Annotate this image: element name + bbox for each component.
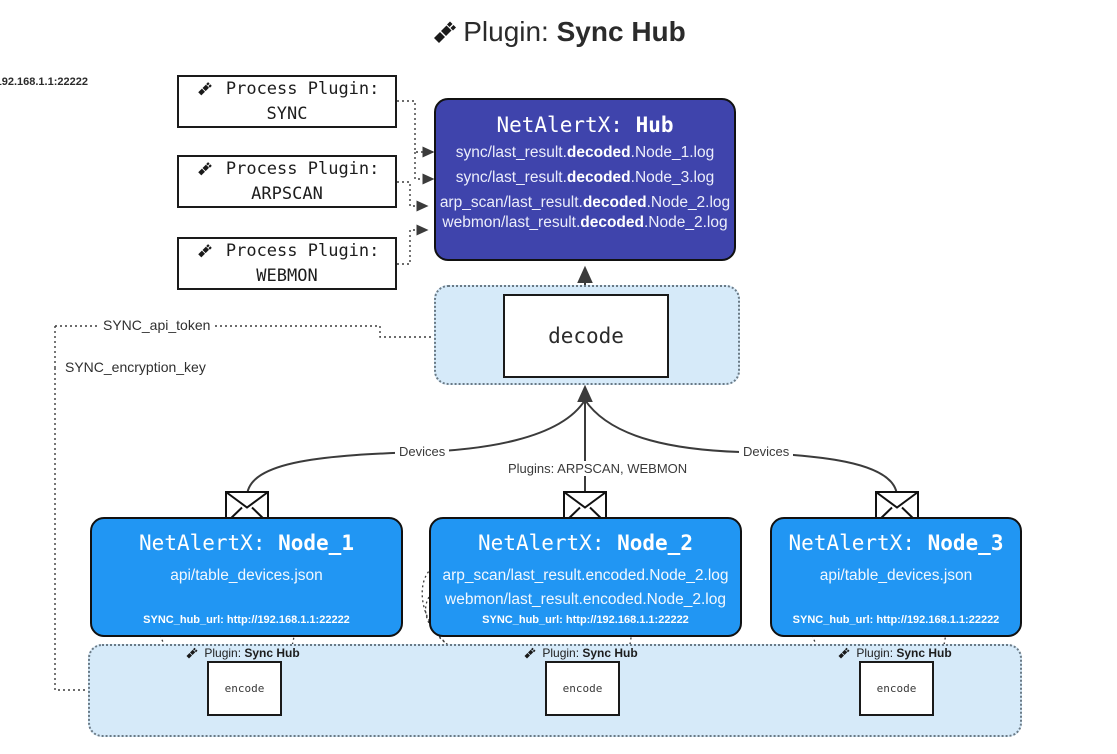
process-plugin-webmon-line1: Process Plugin: (195, 240, 380, 265)
encode-box-3[interactable]: encode (859, 661, 934, 716)
node-1-footer: SYNC_hub_url: http://192.168.1.1:22222 (143, 614, 350, 626)
plug-icon (185, 647, 202, 662)
hub-row: sync/last_result.decoded.Node_1.log (455, 144, 715, 161)
plug-icon (195, 161, 225, 181)
encode-label: encode (876, 682, 917, 695)
process-plugin-webmon[interactable]: Process Plugin: WEBMON (177, 237, 397, 290)
node-box-node-1[interactable]: NetAlertX: Node_1 api/table_devices.json… (90, 517, 403, 637)
edge-label-devices-left: Devices (395, 444, 450, 459)
node-2-line: arp_scan/last_result.encoded.Node_2.log (442, 567, 729, 584)
encoder-caption-1: Plugin: Sync Hub (185, 646, 300, 662)
node-2-line: webmon/last_result.encoded.Node_2.log (445, 591, 726, 608)
hub-row: arp_scan/last_result.decoded.Node_2.log (439, 194, 731, 211)
encode-label: encode (562, 682, 603, 695)
label: Process Plugin: (225, 78, 380, 99)
encode-box-1[interactable]: encode (207, 661, 282, 716)
sync-api-token-label: SYNC_api_token (100, 317, 214, 333)
node-3-header: NetAlertX: Node_3 (788, 531, 1004, 555)
hub-row: sync/last_result.decoded.Node_3.log (455, 169, 715, 186)
plug-icon (195, 81, 225, 101)
hub-box[interactable]: NetAlertX: Hub sync/last_result.decoded.… (434, 98, 736, 261)
node-1-line: api/table_devices.json (170, 567, 323, 584)
page-title: Plugin: Sync Hub (0, 16, 1117, 51)
edge-label-plugins-center: Plugins: ARPSCAN, WEBMON (504, 461, 692, 476)
edge-label-devices-right: Devices (739, 444, 794, 459)
plug-icon (195, 243, 225, 263)
decode-box[interactable]: decode (503, 294, 669, 378)
sync-encryption-key-label: SYNC_encryption_key (62, 359, 209, 375)
hub-url-text: http://192.168.1.1:22222 (0, 76, 88, 88)
node-3-line: api/table_devices.json (819, 567, 973, 584)
hub-header: NetAlertX: Hub (436, 113, 734, 137)
plug-icon (431, 18, 459, 51)
label: Process Plugin: (225, 158, 380, 179)
encoder-caption-2: Plugin: Sync Hub (523, 646, 638, 662)
encode-box-2[interactable]: encode (545, 661, 620, 716)
hub-url: http://192.168.1.1:22222 (0, 76, 1117, 88)
plug-icon (837, 647, 854, 662)
process-plugin-arpscan-line1: Process Plugin: (195, 158, 380, 183)
node-2-header: NetAlertX: Node_2 (478, 531, 693, 555)
process-plugin-arpscan-line2: ARPSCAN (251, 183, 323, 204)
hub-row: webmon/last_result.decoded.Node_2.log (442, 214, 728, 231)
node-box-node-3[interactable]: NetAlertX: Node_3 api/table_devices.json… (770, 517, 1022, 637)
label: Process Plugin: (225, 240, 380, 261)
hub-header-name: Hub (635, 113, 674, 137)
page-title-name: Sync Hub (556, 16, 686, 47)
decode-label: decode (548, 324, 624, 348)
encode-label: encode (224, 682, 265, 695)
process-plugin-sync[interactable]: Process Plugin: SYNC (177, 75, 397, 128)
process-plugin-sync-line2: SYNC (266, 103, 308, 124)
process-plugin-arpscan[interactable]: Process Plugin: ARPSCAN (177, 155, 397, 208)
plug-icon (523, 647, 540, 662)
node-box-node-2[interactable]: NetAlertX: Node_2 arp_scan/last_result.e… (429, 517, 742, 637)
page-title-prefix: Plugin: (463, 16, 557, 47)
process-plugin-webmon-line2: WEBMON (256, 265, 318, 286)
node-3-footer: SYNC_hub_url: http://192.168.1.1:22222 (792, 614, 1000, 626)
encoder-caption-3: Plugin: Sync Hub (837, 646, 952, 662)
process-plugin-sync-line1: Process Plugin: (195, 78, 380, 103)
hub-header-prefix: NetAlertX: (496, 113, 636, 137)
node-2-footer: SYNC_hub_url: http://192.168.1.1:22222 (482, 614, 689, 626)
node-1-header: NetAlertX: Node_1 (139, 531, 354, 555)
